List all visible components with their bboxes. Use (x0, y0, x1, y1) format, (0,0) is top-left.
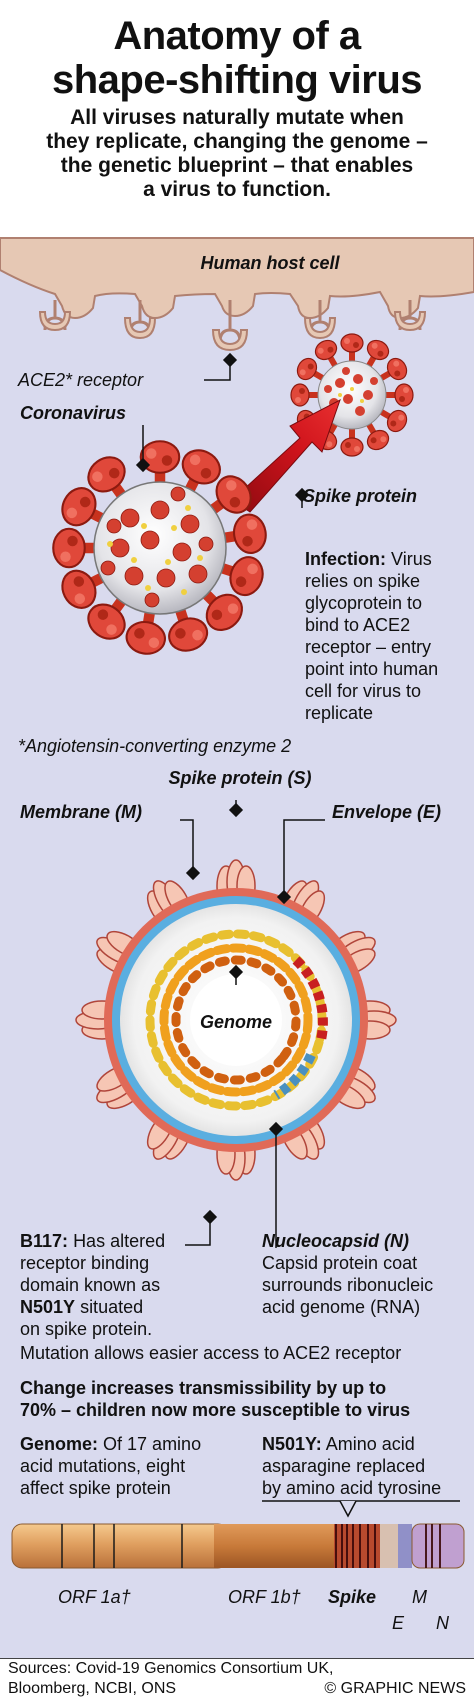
infection-line-7: cell for virus to (305, 681, 422, 701)
genome-bar (11, 1523, 465, 1569)
n501y-description: N501Y: Amino acid asparagine replaced by… (262, 1433, 472, 1499)
spike-protein-label: Spike protein (303, 486, 418, 506)
infection-title: Infection: (305, 549, 386, 569)
transmission-line-1: Change increases transmissibility by up … (20, 1378, 387, 1398)
n-bar-label: N (436, 1613, 449, 1633)
nucleocapsid-title: Nucleocapsid (N) (262, 1231, 410, 1251)
m-bar-label: M (412, 1587, 427, 1607)
b117-title: B117: (20, 1231, 69, 1251)
infection-arrow (231, 398, 341, 513)
genome-desc-line-1: Of 17 amino (103, 1434, 202, 1454)
b117-description: B117: Has altered receptor binding domai… (20, 1230, 260, 1340)
infection-line-3: glycoprotein to (305, 593, 423, 613)
infection-line-1: Virus (391, 549, 432, 569)
footer (0, 1658, 474, 1702)
ace2-receptor-label: ACE2* receptor (18, 370, 144, 390)
sources-line-1: Sources: Covid-19 Genomics Consortium UK… (8, 1660, 334, 1677)
n501y-desc-line-3: by amino acid tyrosine (262, 1478, 442, 1498)
spike-s-label: Spike protein (S) (168, 768, 312, 788)
infection-line-8: replicate (305, 703, 374, 723)
credit: © GRAPHIC NEWS (324, 1680, 466, 1697)
membrane-label: Membrane (M) (20, 802, 143, 822)
infection-line-5: receptor – entry (305, 637, 432, 657)
mutation-line: Mutation allows easier access to ACE2 re… (20, 1343, 402, 1363)
title-line-1: Anatomy of a (113, 14, 361, 58)
genome-desc-line-3: affect spike protein (20, 1478, 171, 1498)
orf1a-label: ORF 1a† (58, 1587, 131, 1607)
b117-line-3: domain known as (20, 1275, 161, 1295)
coronavirus-large (52, 440, 270, 658)
sources-line-2: Bloomberg, NCBI, ONS (8, 1680, 177, 1697)
n501y-desc-line-2: asparagine replaced (262, 1456, 426, 1476)
infection-line-2: relies on spike (305, 571, 421, 591)
host-cell-label: Human host cell (200, 253, 340, 273)
b117-situated: situated (80, 1297, 144, 1317)
title-line-2: shape-shifting virus (51, 58, 423, 102)
transmission-line-2: 70% – children now more susceptible to v… (20, 1400, 411, 1420)
infection-line-6: point into human (305, 659, 439, 679)
subtitle-line-2: they replicate, changing the genome – (46, 130, 428, 153)
envelope-label: Envelope (E) (332, 802, 442, 822)
genome-description: Genome: Of 17 amino acid mutations, eigh… (20, 1433, 250, 1499)
subtitle-line-4: a virus to function. (143, 178, 331, 201)
nucleocapsid-line-3: acid genome (RNA) (262, 1297, 421, 1317)
nucleocapsid-line-1: Capsid protein coat (262, 1253, 418, 1273)
virus-structure (75, 859, 397, 1181)
subtitle-line-1: All viruses naturally mutate when (70, 106, 404, 129)
b117-line-1: Has altered (73, 1231, 166, 1251)
genome-label: Genome (199, 1012, 273, 1032)
orf1b-label: ORF 1b† (228, 1587, 301, 1607)
coronavirus-label: Coronavirus (20, 403, 127, 423)
host-cell (0, 237, 474, 320)
subtitle-line-3: the genetic blueprint – that enables (60, 154, 414, 177)
b117-n501y: N501Y (20, 1297, 76, 1317)
n501y-desc-title: N501Y: (262, 1434, 322, 1454)
spike-bar-label: Spike (328, 1587, 377, 1607)
genome-desc-title: Genome: (20, 1434, 99, 1454)
nucleocapsid-line-2: surrounds ribonucleic (262, 1275, 434, 1295)
b117-line-last: on spike protein. (20, 1319, 153, 1339)
nucleocapsid-description: Nucleocapsid (N) Capsid protein coat sur… (262, 1230, 472, 1318)
infection-description: Infection: Virus relies on spike glycopr… (305, 548, 470, 724)
ace2-footnote: *Angiotensin-converting enzyme 2 (18, 736, 292, 756)
b117-line-2: receptor binding (20, 1253, 150, 1273)
genome-desc-line-2: acid mutations, eight (20, 1456, 186, 1476)
infection-line-4: bind to ACE2 (305, 615, 411, 635)
n501y-desc-line-1: Amino acid (325, 1434, 415, 1454)
e-bar-label: E (392, 1613, 405, 1633)
